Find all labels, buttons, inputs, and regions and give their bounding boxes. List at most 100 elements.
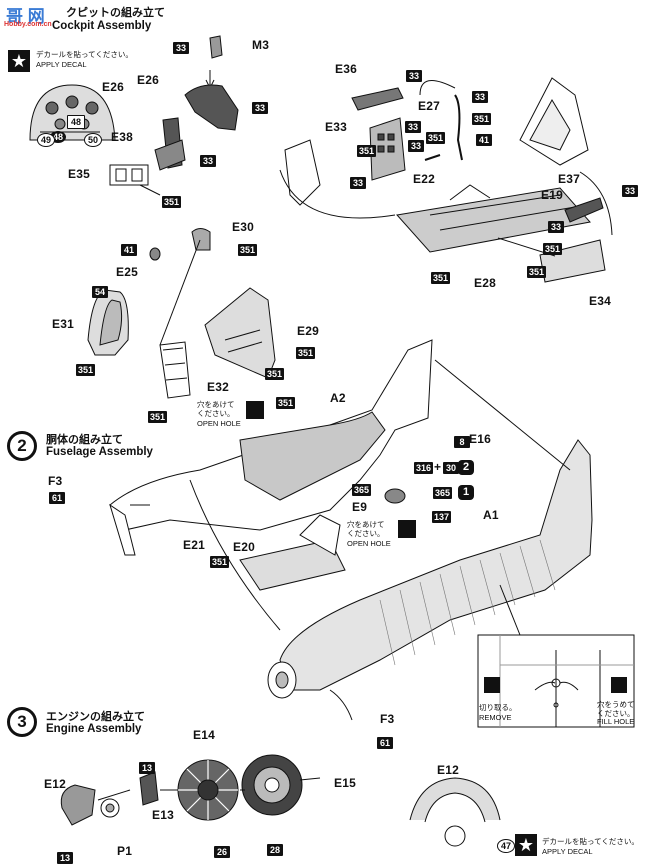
color-33-e38: 33 — [200, 155, 216, 167]
color-351-console: 351 — [357, 145, 377, 157]
color-365-a: 365 — [352, 484, 372, 496]
color-41-e27: 41 — [476, 134, 492, 146]
decal-note-jp: デカールを貼ってください。 — [36, 50, 133, 59]
part-e28: E28 — [474, 276, 496, 290]
part-e31: E31 — [52, 317, 74, 331]
part-e16: E16 — [469, 432, 491, 446]
fill-hole-note-jp: 穴をうめて ください。 — [597, 700, 635, 718]
fill-hole-note-en: FILL HOLE — [597, 717, 635, 726]
part-e27: E27 — [418, 99, 440, 113]
part-m3: M3 — [252, 38, 270, 52]
color-28: 28 — [267, 844, 283, 856]
open-hole-note-jp-1: 穴をあけて ください。 — [197, 400, 235, 418]
part-e32: E32 — [207, 380, 229, 394]
color-33-e27: 33 — [472, 91, 488, 103]
color-33-e37: 33 — [622, 185, 638, 197]
mix-plus: + — [434, 460, 442, 474]
color-365-b: 365 — [433, 487, 453, 499]
step1-title-jp: クピットの組み立て — [66, 7, 165, 19]
part-e21: E21 — [183, 538, 205, 552]
color-33-e33a: 33 — [405, 121, 421, 133]
color-33-e26: 33 — [252, 102, 268, 114]
color-33-m3: 33 — [173, 42, 189, 54]
step2-title-jp: 胴体の組み立て — [46, 434, 123, 446]
part-e12-a: E12 — [44, 777, 66, 791]
decal-star-icon: ★ — [8, 50, 30, 72]
color-33-e33b: 33 — [408, 140, 424, 152]
fill-hole-icon — [611, 677, 627, 693]
remove-note-jp: 切り取る。 — [479, 703, 517, 712]
color-316: 316 — [414, 462, 434, 474]
color-351-e34: 351 — [527, 266, 547, 278]
step2-number: 2 — [7, 431, 37, 461]
color-351-a2: 351 — [276, 397, 296, 409]
open-hole-icon-2 — [398, 520, 416, 538]
decal-star-icon-2: ★ — [515, 834, 537, 856]
decal-note-jp-2: デカールを貼ってください。 — [542, 837, 639, 846]
part-e29: E29 — [297, 324, 319, 338]
watermark-logo: 哥 网 — [6, 7, 45, 26]
part-f3-a: F3 — [48, 474, 63, 488]
color-54-e31: 54 — [92, 286, 108, 298]
part-e30: E30 — [232, 220, 254, 234]
color-8-e16: 8 — [454, 436, 470, 448]
color-351-e33: 351 — [426, 132, 446, 144]
part-p1: P1 — [117, 844, 133, 858]
color-33-e36: 33 — [406, 70, 422, 82]
open-hole-note-en-2: OPEN HOLE — [347, 539, 391, 548]
mix-circle-2: 2 — [458, 460, 474, 475]
part-a1: A1 — [483, 508, 499, 522]
step3-title-jp: エンジンの組み立て — [46, 711, 145, 723]
part-e19: E19 — [541, 188, 563, 202]
open-hole-icon-1 — [246, 401, 264, 419]
color-26: 26 — [214, 846, 230, 858]
decal-note-en-2: APPLY DECAL — [542, 847, 593, 856]
remove-icon — [484, 677, 500, 693]
color-351-e19: 351 — [543, 243, 563, 255]
part-e36: E36 — [335, 62, 357, 76]
color-33-e19: 33 — [548, 221, 564, 233]
color-351-e35: 351 — [162, 196, 182, 208]
open-hole-note-en-1: OPEN HOLE — [197, 419, 241, 428]
color-13-a: 13 — [139, 762, 155, 774]
part-e14: E14 — [193, 728, 215, 742]
color-351-e29b: 351 — [265, 368, 285, 380]
watermark-sub: Hobby.com.cn — [4, 21, 52, 28]
color-351-e28: 351 — [431, 272, 451, 284]
part-e38: E38 — [111, 130, 133, 144]
step2-title-en: Fuselage Assembly — [46, 446, 153, 458]
mix-circle-1: 1 — [458, 485, 474, 500]
part-e20: E20 — [233, 540, 255, 554]
part-e26-b: E26 — [137, 73, 159, 87]
color-351-e29a: 351 — [296, 347, 316, 359]
part-e33: E33 — [325, 120, 347, 134]
color-61-b: 61 — [377, 737, 393, 749]
color-351-e30: 351 — [238, 244, 258, 256]
color-351-e31: 351 — [76, 364, 96, 376]
color-49: 49 — [37, 133, 55, 147]
step3-number: 3 — [7, 707, 37, 737]
part-e34: E34 — [589, 294, 611, 308]
color-48-label: 48 — [67, 115, 85, 129]
part-e25: E25 — [116, 265, 138, 279]
color-47: 47 — [497, 839, 515, 853]
part-e22: E22 — [413, 172, 435, 186]
part-e37: E37 — [558, 172, 580, 186]
color-351-e27: 351 — [472, 113, 492, 125]
part-e26: E26 — [102, 80, 124, 94]
color-30: 30 — [443, 462, 459, 474]
part-e12-b: E12 — [437, 763, 459, 777]
part-e13: E13 — [152, 808, 174, 822]
color-61-a: 61 — [49, 492, 65, 504]
color-50: 50 — [84, 133, 102, 147]
remove-note-en: REMOVE — [479, 713, 512, 722]
step1-title-en: Cockpit Assembly — [52, 20, 152, 32]
color-351-e32: 351 — [148, 411, 168, 423]
part-e9: E9 — [352, 500, 368, 514]
color-33-console: 33 — [350, 177, 366, 189]
decal-note-en: APPLY DECAL — [36, 60, 87, 69]
part-f3-b: F3 — [380, 712, 395, 726]
part-e35: E35 — [68, 167, 90, 181]
color-41-e25: 41 — [121, 244, 137, 256]
